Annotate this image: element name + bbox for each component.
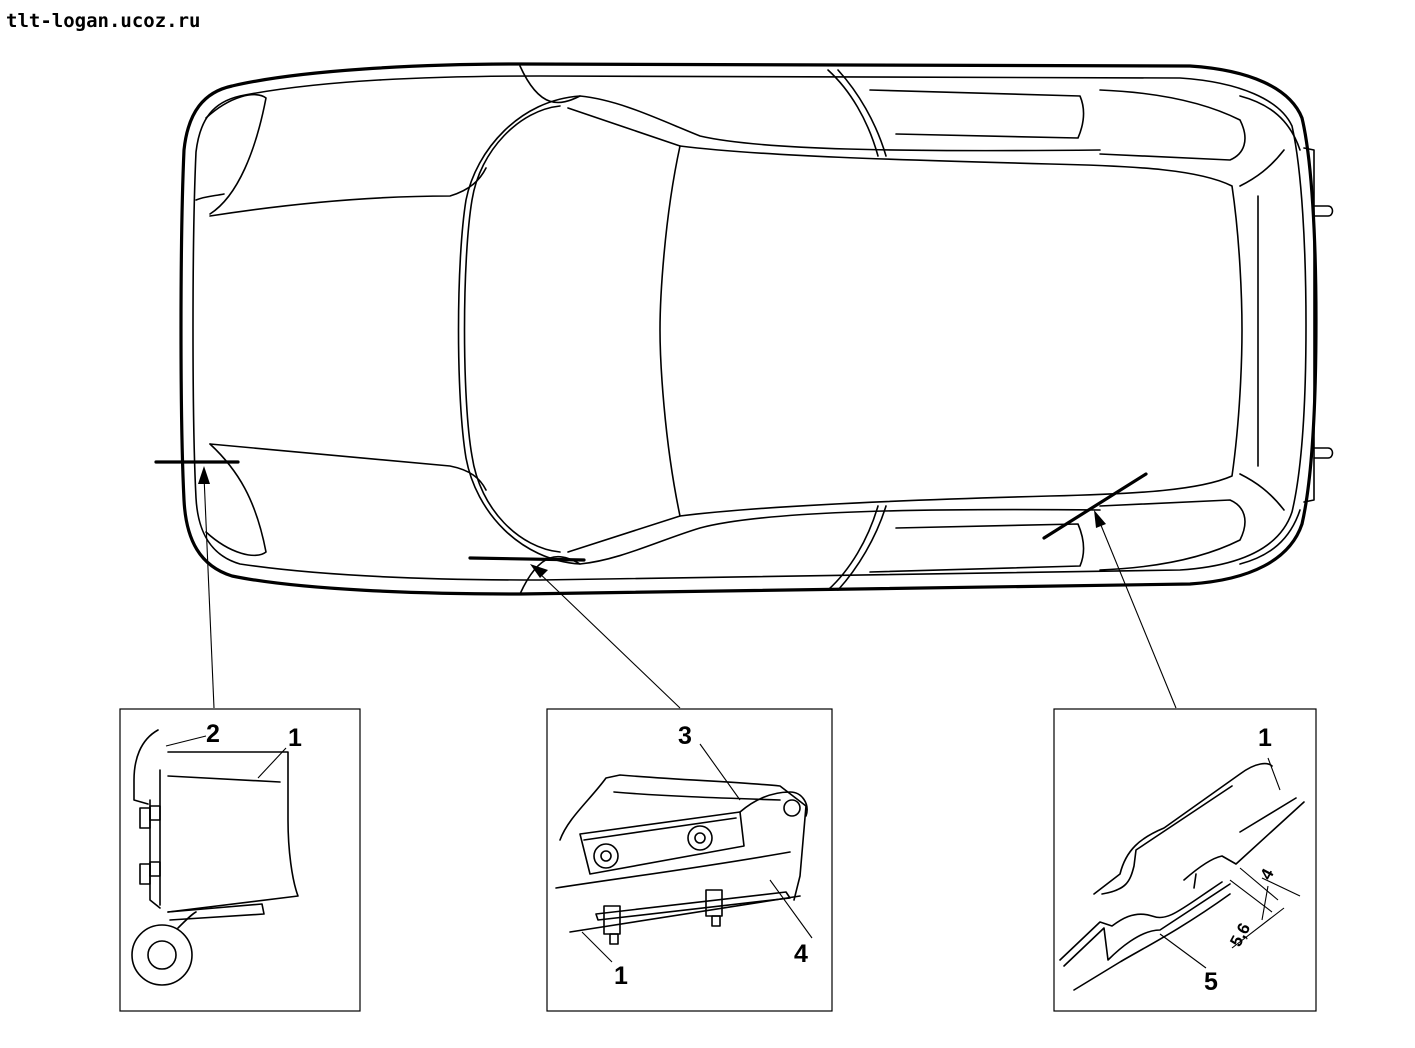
- detail-right-label-5: 5: [1204, 968, 1218, 996]
- detail-right: 1 4 5,6 5: [1053, 708, 1317, 1012]
- detail-left-label-1: 1: [288, 724, 302, 752]
- detail-right-label-1: 1: [1258, 724, 1272, 752]
- detail-left-label-2: 2: [206, 720, 220, 748]
- detail-left: 2 1: [119, 708, 361, 1012]
- detail-middle: 3 4 1: [546, 708, 833, 1012]
- detail-middle-label-3: 3: [678, 722, 692, 750]
- detail-middle-label-4: 4: [794, 940, 808, 968]
- watermark-text: tlt-logan.ucoz.ru: [6, 10, 201, 32]
- section-marks: [154, 460, 1148, 562]
- detail-middle-label-1: 1: [614, 962, 628, 990]
- leader-lines: [198, 466, 1177, 709]
- car-top-view: [179, 62, 1334, 596]
